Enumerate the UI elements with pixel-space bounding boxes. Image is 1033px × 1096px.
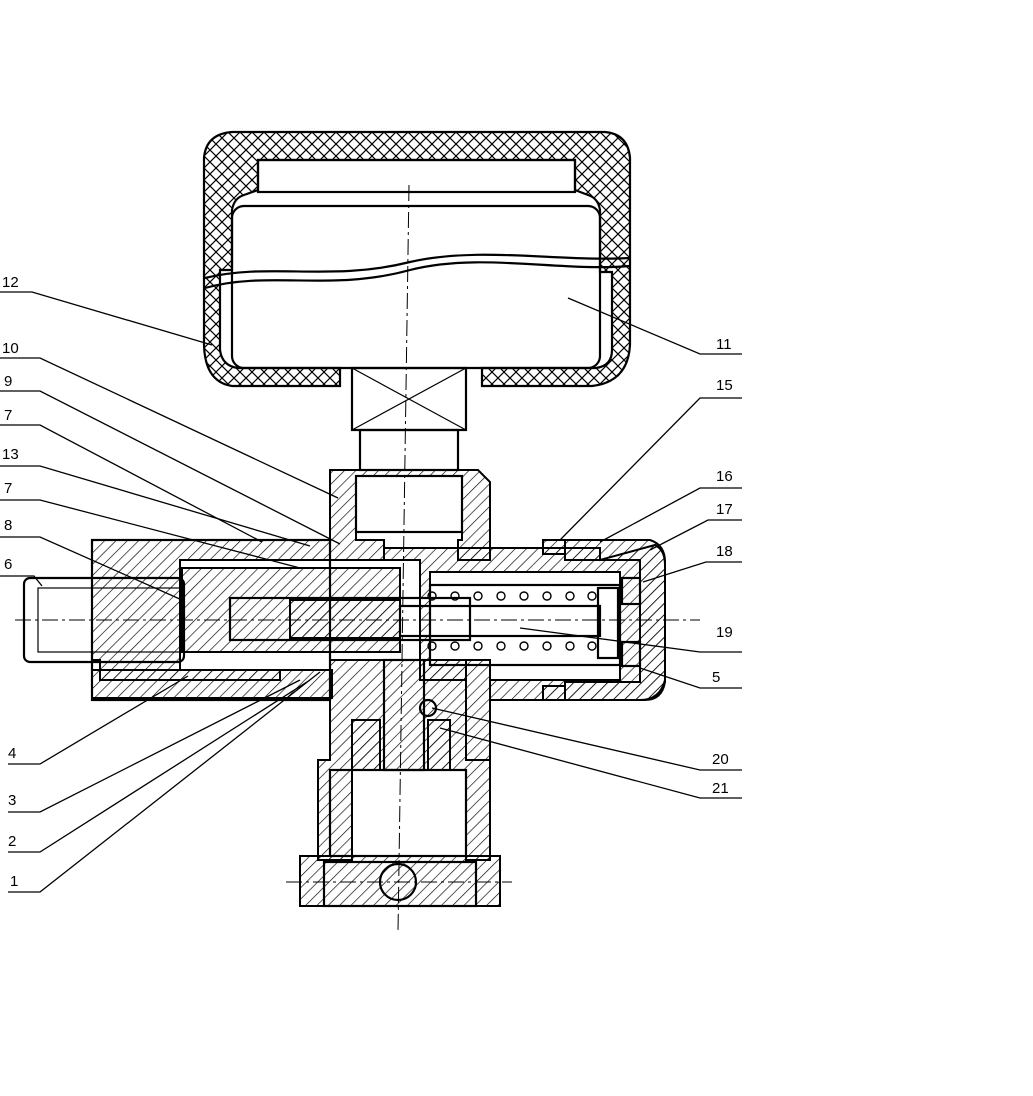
lower-body <box>317 659 491 861</box>
spring <box>427 591 597 651</box>
seat-block-right <box>427 719 451 771</box>
stem-nut <box>354 474 464 534</box>
break-line-2 <box>204 253 631 280</box>
seal-18 <box>620 576 642 606</box>
ball-20 <box>418 698 438 718</box>
callout-20: 20 <box>712 751 729 768</box>
handwheel <box>202 130 632 472</box>
shaft-bore <box>228 596 472 642</box>
callout-12: 12 <box>2 274 19 291</box>
lower-sleeve <box>91 669 333 699</box>
callout-3: 3 <box>8 792 16 809</box>
leader-lines <box>0 291 742 893</box>
valve-body <box>22 469 666 908</box>
callout-18: 18 <box>716 543 733 560</box>
seat-block-left <box>351 719 381 771</box>
spring-chamber <box>428 583 622 667</box>
piston-end <box>596 586 620 660</box>
callout-4: 4 <box>8 745 16 762</box>
seal-5 <box>620 640 642 668</box>
callout-9: 9 <box>4 373 12 390</box>
callout-8: 8 <box>4 517 12 534</box>
cap-lug-bottom <box>542 685 566 701</box>
callout-17: 17 <box>716 501 733 518</box>
callout-13: 13 <box>2 446 19 463</box>
callout-10: 10 <box>2 340 19 357</box>
outlet-nut-center <box>322 860 478 908</box>
callout-1: 1 <box>10 873 18 890</box>
handwheel-inner-lower <box>230 204 602 370</box>
callout-16: 16 <box>716 468 733 485</box>
stem-upper <box>358 428 460 472</box>
break-line <box>204 261 631 290</box>
callout-21: 21 <box>712 780 729 797</box>
handwheel-inner-upper <box>256 158 577 194</box>
callout-7b: 7 <box>4 480 12 497</box>
outlet-nut <box>299 855 501 907</box>
callout-6: 6 <box>4 556 12 573</box>
callout-11: 11 <box>716 336 732 353</box>
callout-labels: 12 10 9 7 13 7 8 6 4 3 2 1 11 15 16 17 1… <box>2 274 733 890</box>
callout-19: 19 <box>716 624 733 641</box>
callout-5: 5 <box>712 669 720 686</box>
callout-7a: 7 <box>4 407 12 424</box>
callout-2: 2 <box>8 833 16 850</box>
shaft-collar <box>289 599 401 639</box>
callout-15: 15 <box>716 377 733 394</box>
centerline-vertical <box>397 184 410 933</box>
handwheel-rim <box>202 130 632 388</box>
bonnet <box>329 469 491 561</box>
cap-lug-top <box>542 539 566 555</box>
